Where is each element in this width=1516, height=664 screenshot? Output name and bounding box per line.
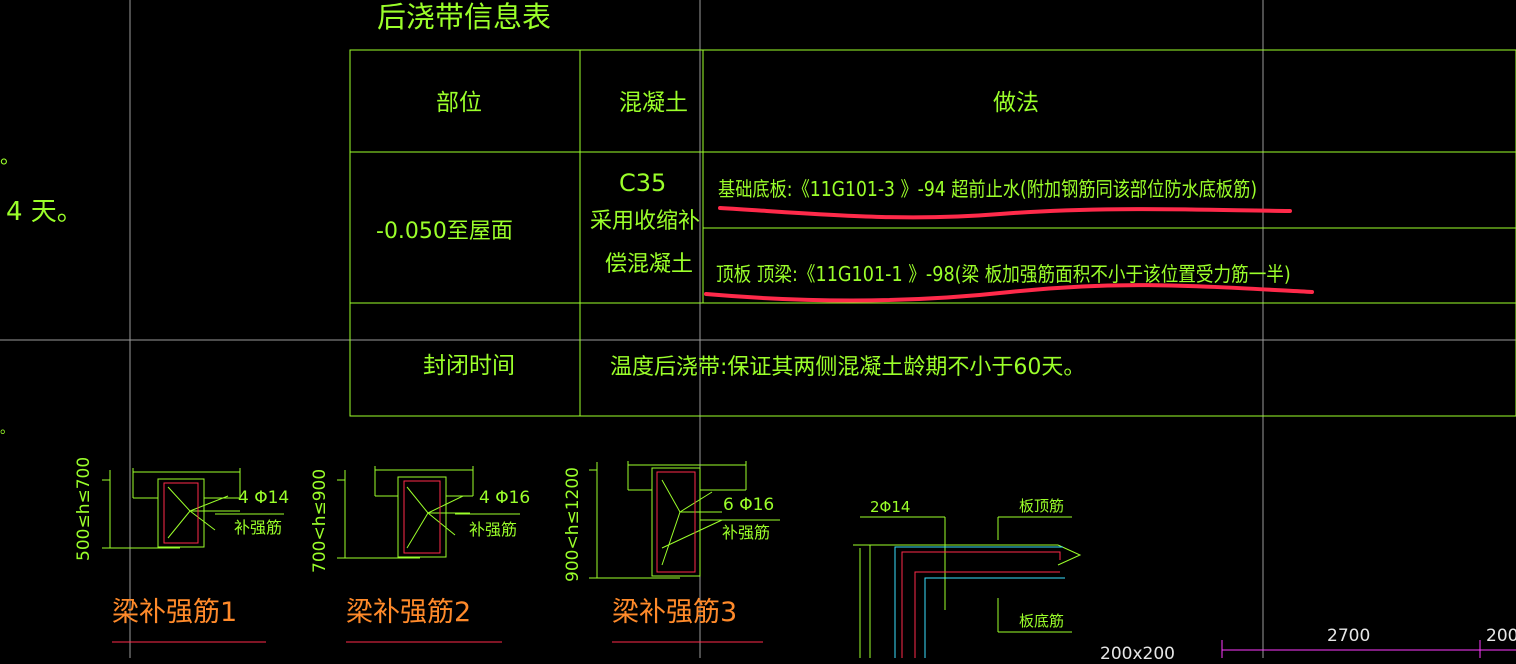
beam-detail-1-drawing — [102, 468, 284, 643]
header-location: 部位 — [436, 90, 482, 116]
beam-1-rebar-outline — [163, 482, 199, 544]
section-bottom-label: 板底筋 — [1019, 612, 1065, 630]
beam-2-height-range: 700<h≤900 — [310, 468, 330, 573]
beam-1-height-range: 500≤h≤700 — [74, 456, 94, 561]
info-table-grid — [349, 49, 1516, 417]
beam-3-height-range: 900<h≤1200 — [563, 467, 583, 582]
header-concrete: 混凝土 — [619, 90, 688, 116]
beam-detail-3-drawing — [589, 461, 780, 643]
slab-section-cyan — [894, 546, 1065, 658]
row-concrete-note-1: 采用收缩补 — [590, 209, 701, 234]
dimension-line — [1221, 640, 1516, 658]
row-concrete-note-2: 偿混凝土 — [605, 252, 694, 277]
beam-1-note: 补强筋 — [234, 518, 283, 537]
row-closing-time-label: 封闭时间 — [423, 353, 515, 379]
beam-1-bars: 4 Φ14 — [238, 488, 290, 508]
left-fragment-dot-2: 。 — [0, 421, 14, 437]
dimension-200x200: 200x200 — [1100, 644, 1175, 664]
left-fragment-dot-1: 。 — [0, 144, 20, 168]
dimension-200: 200 — [1486, 626, 1516, 646]
beam-3-note: 补强筋 — [722, 523, 771, 542]
method-roof-beam: 顶板 顶梁:《11G101-1 》-98(梁 板加强筋面积不小于该位置受力筋一半… — [716, 262, 1291, 286]
row-location: -0.050至屋面 — [376, 219, 513, 244]
beam-detail-2-drawing — [337, 466, 520, 643]
slab-section-drawing — [853, 516, 1082, 658]
beam-2-rebar-outline — [403, 480, 441, 554]
highlight-marks — [704, 206, 1314, 303]
left-fragment-text: 4 天。 — [6, 197, 83, 227]
section-bar-label: 2Φ14 — [870, 498, 911, 516]
row-closing-time-text: 温度后浇带:保证其两侧混凝土龄期不小于60天。 — [610, 355, 1086, 380]
beam-3-bars: 6 Φ16 — [723, 495, 775, 515]
dimension-2700: 2700 — [1327, 626, 1371, 646]
beam-3-rebar-outline — [656, 471, 696, 573]
beam-2-note: 补强筋 — [469, 520, 518, 539]
beam-1-title: 梁补强筋1 — [112, 597, 238, 628]
slab-section-rebar — [901, 551, 1061, 658]
row-concrete-grade: C35 — [619, 169, 667, 197]
section-top-label: 板顶筋 — [1019, 497, 1065, 515]
beam-2-bars: 4 Φ16 — [479, 488, 531, 508]
beam-3-title: 梁补强筋3 — [612, 597, 738, 628]
header-method: 做法 — [993, 90, 1039, 116]
beam-2-title: 梁补强筋2 — [346, 597, 472, 628]
method-foundation-slab: 基础底板:《11G101-3 》-94 超前止水(附加钢筋同该部位防水底板筋) — [718, 177, 1258, 201]
table-title: 后浇带信息表 — [377, 0, 552, 34]
